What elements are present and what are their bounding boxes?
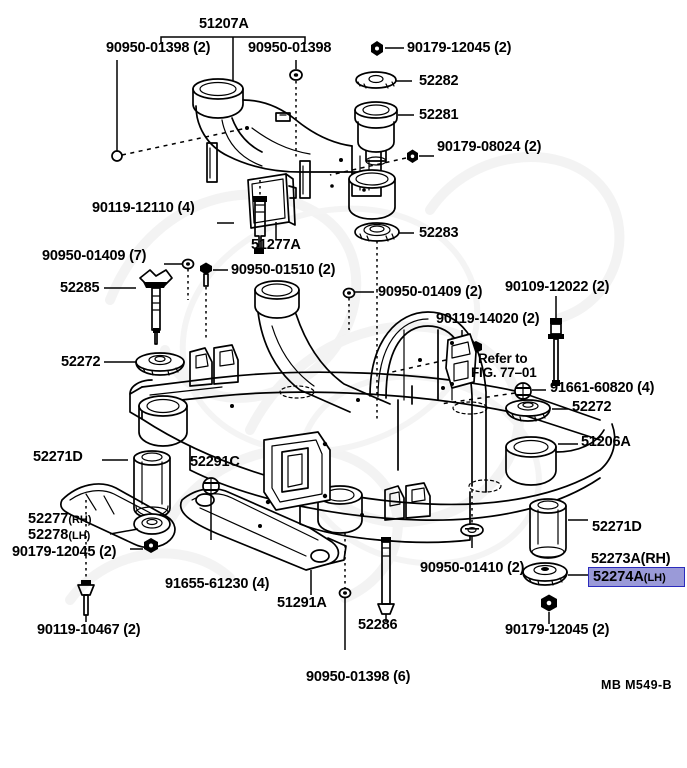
washer-52282 [355,71,412,89]
refer-bracket-plate [391,333,477,389]
label-52274A: 52274A(LH) [589,568,684,585]
nut-90179-08024 [329,149,434,176]
label-52283[interactable]: 52283 [419,225,459,241]
refer-note-line1: Refer to [478,351,528,366]
cushion-52272-left [135,352,185,376]
rear-crossmember-51206A [129,280,616,544]
cushion-52281 [354,101,414,166]
bolt-52286 [377,537,395,622]
label-90119-10467[interactable]: 90119-10467 (2) [37,622,141,638]
bolt-90119-10467 [77,556,95,622]
drawing-code: MB M549-B [601,678,672,692]
label-52277-52278[interactable]: 52277(RH) 52278(LH) [28,511,92,543]
support-arm-52277-52278 [59,483,176,549]
selected-part-highlight-52274A[interactable]: 52274A(LH) [588,567,685,587]
bushing-sleeve-right [348,169,396,220]
label-52281[interactable]: 52281 [419,107,459,123]
nut-90179-12045-top [371,41,404,56]
clip-90950-01409-2 [342,287,374,299]
label-52272-left[interactable]: 52272 [61,354,101,370]
label-90950-01510[interactable]: 90950-01510 (2) [231,262,336,278]
label-52272-right[interactable]: 52272 [572,399,612,415]
label-51277A[interactable]: 51277A [251,237,301,253]
clip-icon-top [289,69,303,81]
cushion-52272-right [505,399,568,422]
label-91655-61230[interactable]: 91655-61230 (4) [165,576,270,592]
label-90950-01398[interactable]: 90950-01398 [248,40,332,56]
label-90179-12045-left[interactable]: 90179-12045 (2) [12,544,117,560]
cushion-52271D-right [529,498,588,559]
nut-90179-12045-left [130,538,158,553]
bolt-90109-12022 [548,296,564,386]
label-52278-row: 52278(LH) [28,527,92,543]
label-52274A-number: 52274A [593,569,644,585]
bolt-91661-60820 [439,382,546,405]
label-52273A-suffix: (RH) [640,551,671,567]
label-52274A-suffix: (LH) [643,572,666,584]
label-90950-01398-2[interactable]: 90950-01398 (2) [106,40,211,56]
label-90950-01398-6[interactable]: 90950-01398 (6) [306,669,411,685]
label-52273A[interactable]: 52273A(RH) [591,551,671,567]
label-52273A-number: 52273A [591,551,641,567]
label-52277-suffix: (RH) [68,514,92,526]
label-90179-12045-top[interactable]: 90179-12045 (2) [407,40,512,56]
front-crossmember-51207A [192,78,396,229]
label-90119-12110[interactable]: 90119-12110 (4) [92,200,195,216]
bolt-90119-12110 [253,196,267,254]
label-90119-14020[interactable]: 90119-14020 (2) [436,311,540,327]
label-52278-suffix: (LH) [68,530,91,543]
bracket-51277A-part [247,173,297,229]
clip-90950-01510 [200,262,228,287]
label-52271D-right[interactable]: 52271D [592,519,642,535]
label-52285[interactable]: 52285 [60,280,100,296]
bolt-91655-61230-marker [202,477,220,540]
label-51291A[interactable]: 51291A [277,595,327,611]
label-52286[interactable]: 52286 [358,617,398,633]
nut-90179-12045-bottom [541,594,557,624]
label-52291C[interactable]: 52291C [190,454,240,470]
label-90950-01410[interactable]: 90950-01410 (2) [420,560,525,576]
cushion-52274A [522,562,588,586]
label-51207A[interactable]: 51207A [199,16,249,32]
refer-note-line2: FIG. 77–01 [471,365,537,380]
label-52277-number: 52277 [28,511,69,527]
clip-90950-01410 [460,490,484,548]
label-90179-08024[interactable]: 90179-08024 (2) [437,139,542,155]
label-52282[interactable]: 52282 [419,73,459,89]
retainer-52283 [354,222,414,420]
label-90950-01409-2[interactable]: 90950-01409 (2) [378,284,483,300]
label-90109-12022[interactable]: 90109-12022 (2) [505,279,610,295]
label-90179-12045-bottom[interactable]: 90179-12045 (2) [505,622,610,638]
label-90950-01409-7[interactable]: 90950-01409 (7) [42,248,147,264]
label-91661-60820[interactable]: 91661-60820 (4) [550,380,655,396]
label-52271D-left[interactable]: 52271D [33,449,83,465]
label-52277-row: 52277(RH) [28,511,92,527]
plate-52291C [263,431,331,511]
label-51206A[interactable]: 51206A [581,434,631,450]
label-52278-number: 52278 [28,527,69,544]
stopper-52285 [139,269,173,345]
clip-90950-01409-7 [181,258,195,270]
clip-90950-01398-6 [338,587,352,650]
